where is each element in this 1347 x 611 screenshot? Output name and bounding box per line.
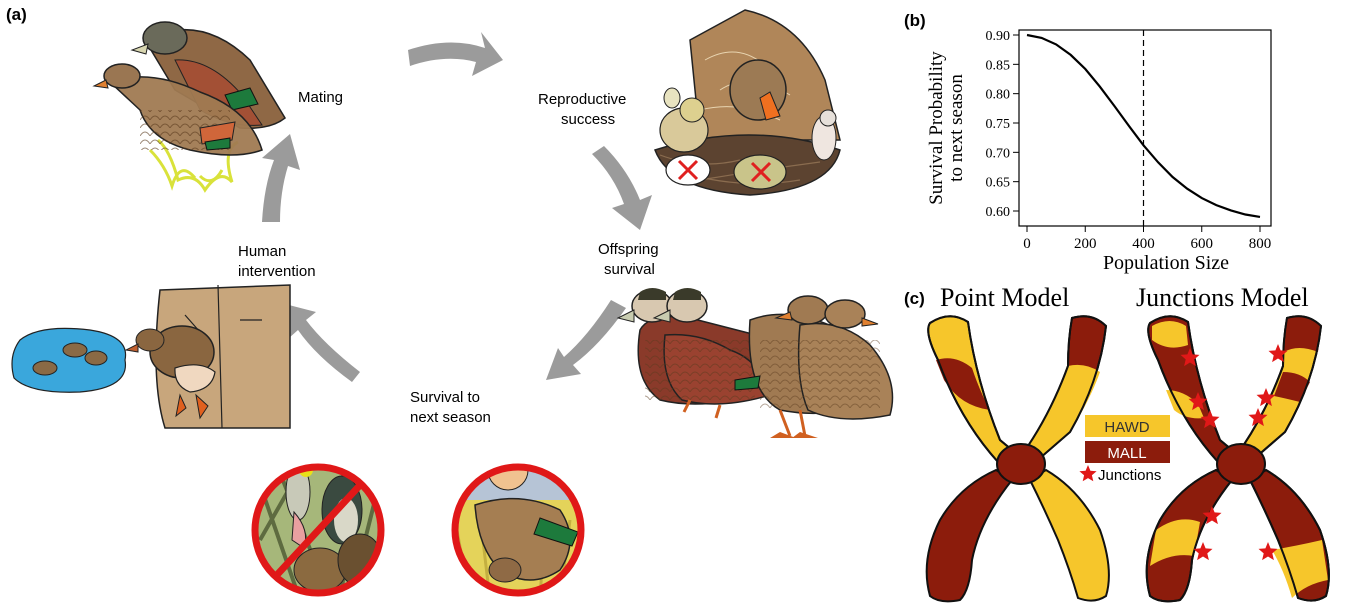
x-tick-label: 600 (1191, 236, 1214, 252)
label-human-line2: intervention (238, 263, 316, 280)
legend-label-junctions: Junctions (1098, 467, 1161, 484)
panel-a-label: (a) (6, 5, 27, 24)
y-tick-label: 0.75 (986, 117, 1011, 132)
y-axis-label-line1: Survival Probability (926, 51, 947, 205)
mating-ducks-illustration (94, 22, 285, 190)
junction-star (1259, 542, 1278, 560)
x-tick-label: 0 (1023, 236, 1031, 252)
point-model-chromosome (927, 316, 1109, 601)
handler-holding-duck-illustration (12, 285, 290, 428)
y-tick-label: 0.90 (986, 29, 1011, 44)
y-tick-label: 0.70 (986, 146, 1011, 161)
arrow-human-to-mating (262, 134, 300, 222)
label-human-line1: Human (238, 243, 286, 260)
arrow-offspring-to-survival (546, 300, 626, 380)
survival-chart: 0.60 0.65 0.70 0.75 0.80 0.85 0.90 0 200 400 600 80… (926, 29, 1271, 274)
label-reproductive-line1: Reproductive (538, 91, 626, 108)
arrow-reproductive-to-offspring (592, 146, 652, 230)
point-centromere (997, 444, 1045, 484)
junctions-model-title: Junctions Model (1136, 283, 1309, 312)
label-reproductive-line2: success (561, 111, 615, 128)
adult-ducks-illustration (618, 288, 893, 438)
legend-star-junctions (1079, 465, 1096, 481)
label-mating: Mating (298, 89, 343, 106)
y-tick-label: 0.80 (986, 88, 1011, 103)
x-tick-label: 200 (1074, 236, 1097, 252)
panel-b-label: (b) (904, 11, 926, 30)
arrow-survival-to-human (285, 304, 360, 382)
nest-with-ducklings-illustration (655, 10, 840, 195)
arrow-mating-to-reproductive (408, 32, 503, 76)
legend-label-mall: MALL (1107, 445, 1146, 462)
y-axis-label-line2: to next season (946, 74, 967, 182)
legend-label-hawd: HAWD (1104, 419, 1149, 436)
point-model-title: Point Model (940, 283, 1069, 312)
point-arm-lower-right (1030, 470, 1109, 601)
label-offspring-line1: Offspring (598, 241, 659, 258)
label-survival-line2: next season (410, 409, 491, 426)
crossed-out-predation-illustration (252, 460, 384, 600)
x-axis-label: Population Size (1103, 252, 1229, 274)
label-survival-line1: Survival to (410, 389, 480, 406)
chart-plot-frame (1019, 30, 1271, 226)
y-tick-label: 0.65 (986, 176, 1011, 191)
cycle-arrows (262, 32, 652, 382)
junctions-model-chromosome (1147, 316, 1329, 601)
x-tick-label: 400 (1132, 236, 1155, 252)
crossed-out-cat-illustration (450, 442, 590, 600)
y-tick-label: 0.85 (986, 58, 1011, 73)
label-offspring-line2: survival (604, 261, 655, 278)
point-arm-lower-left (927, 470, 1012, 601)
panel-c-label: (c) (904, 289, 925, 308)
x-tick-label: 800 (1249, 236, 1272, 252)
y-tick-label: 0.60 (986, 205, 1011, 220)
